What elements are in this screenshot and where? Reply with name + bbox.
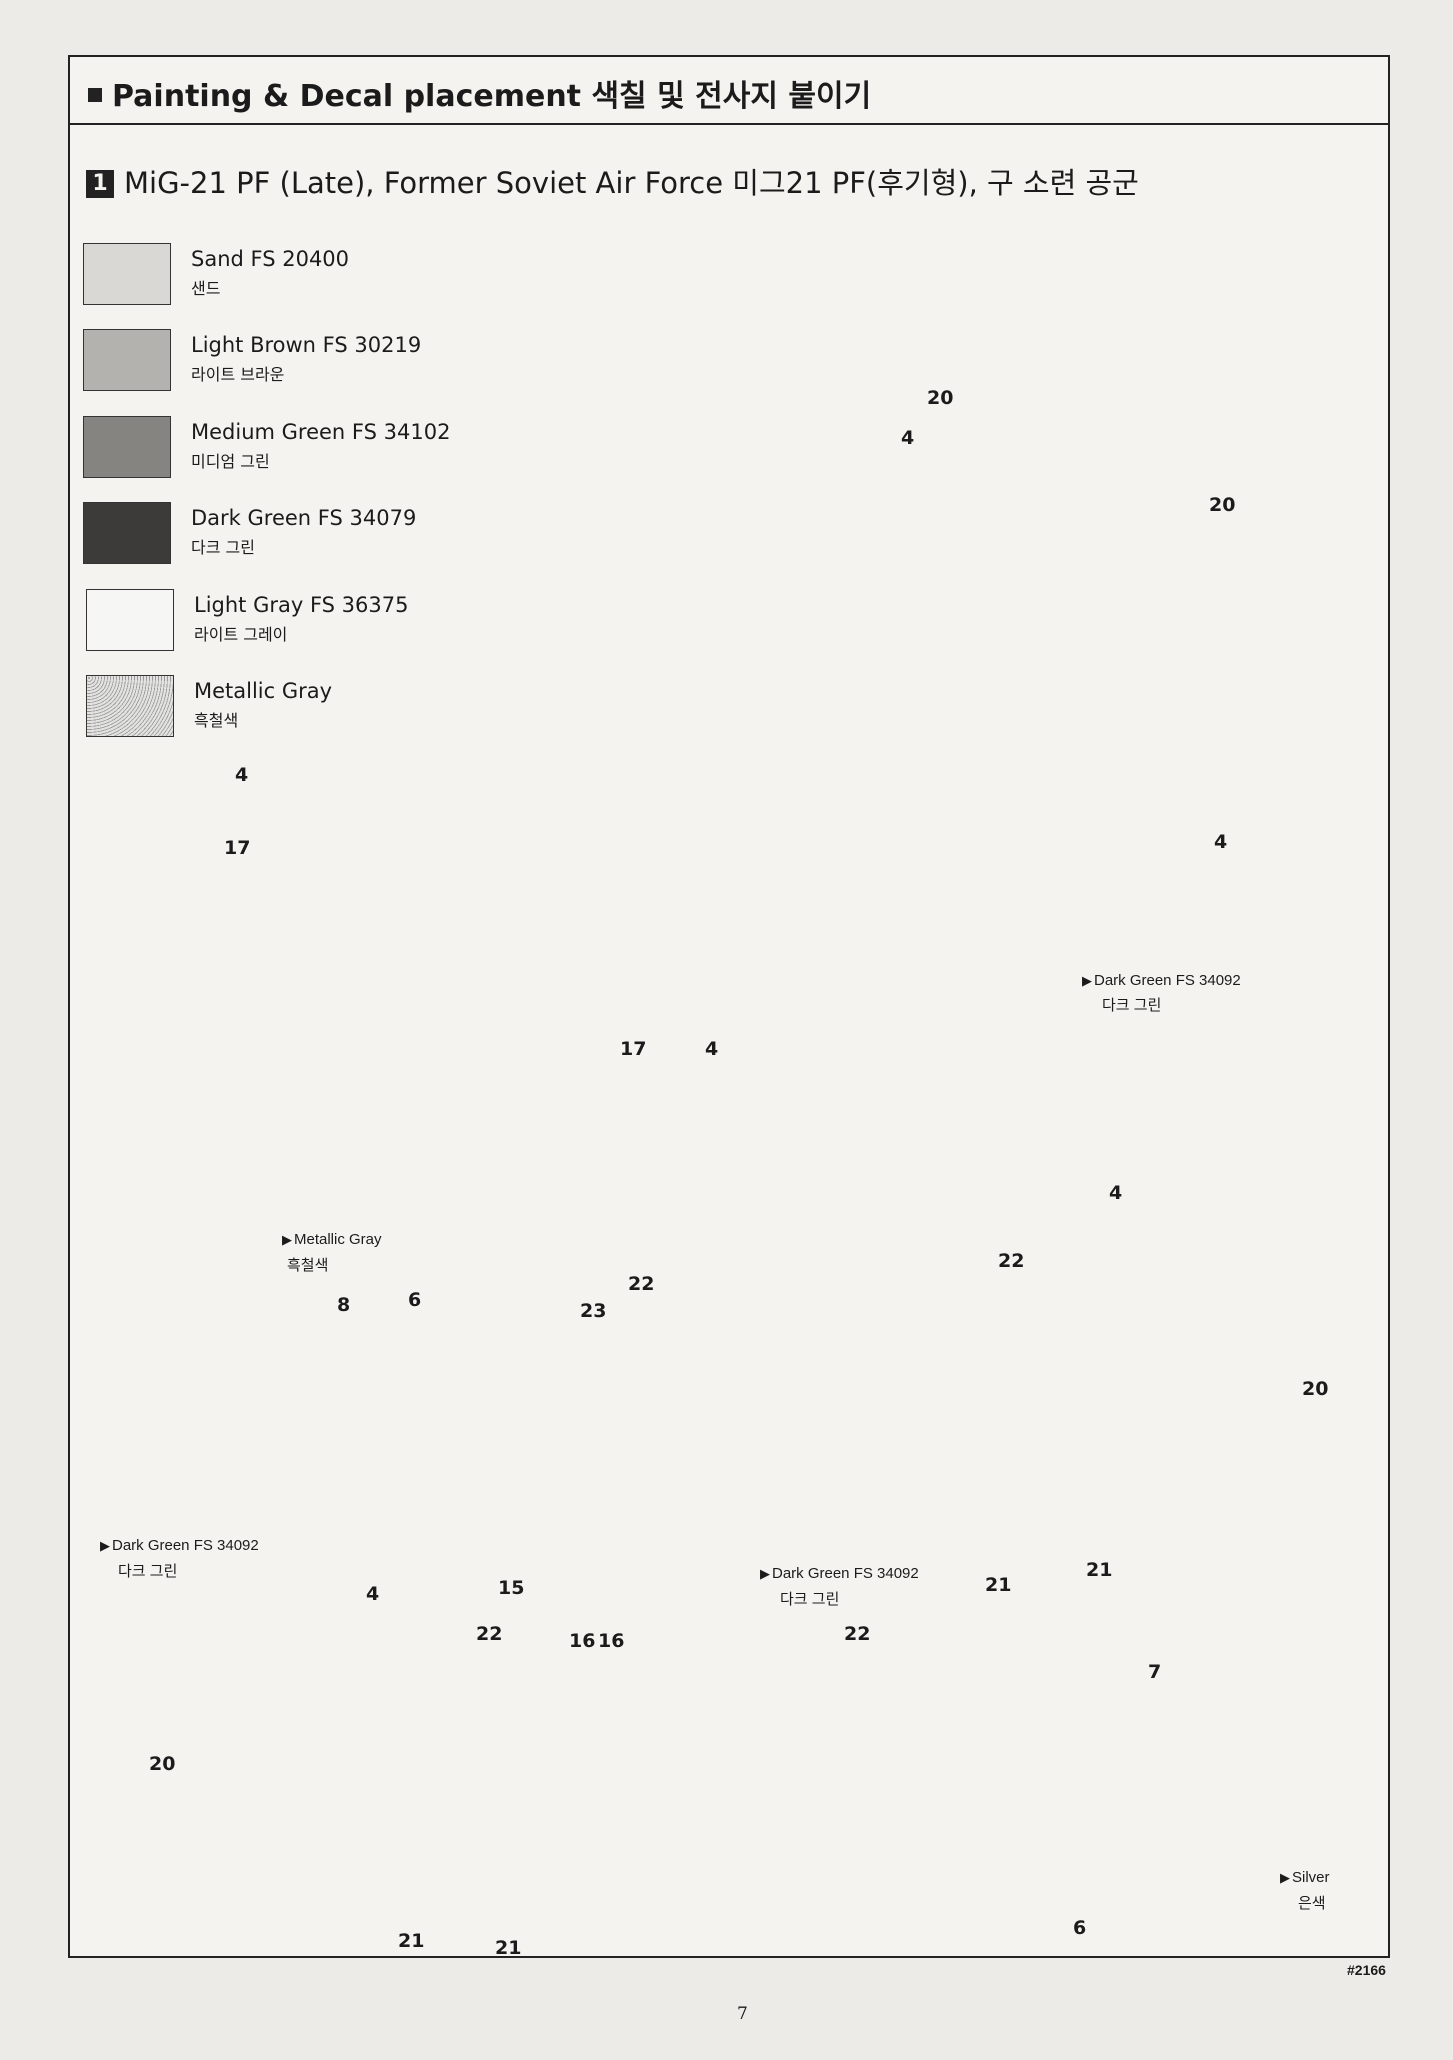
sand-swatch	[83, 243, 171, 305]
callout: 15	[498, 1577, 525, 1599]
header-bar: Painting & Decal placement 색칠 및 전사지 붙이기	[70, 57, 1388, 125]
callout: 7	[1148, 1661, 1162, 1683]
callout: 22	[844, 1623, 871, 1645]
legend-item-dark-green: Dark Green FS 34079 다크 그린	[83, 502, 503, 566]
callout: 21	[398, 1930, 425, 1952]
legend-label: Metallic Gray	[194, 679, 333, 703]
legend-item-medium-green: Medium Green FS 34102 미디엄 그린	[83, 416, 503, 480]
callout: 4	[366, 1583, 380, 1605]
legend-korean: 라이트 브라운	[191, 365, 285, 384]
pointer-triangle-icon: ▶	[1280, 1870, 1290, 1885]
callout: 6	[408, 1289, 422, 1311]
callout: 4	[1109, 1182, 1123, 1204]
legend-label: Sand FS 20400	[191, 247, 350, 271]
callout: 20	[149, 1753, 176, 1775]
page-title-text: Painting & Decal placement 색칠 및 전사지 붙이기	[112, 79, 872, 114]
variant-title-text: MiG-21 PF (Late), Former Soviet Air Forc…	[124, 166, 1139, 200]
callout: 22	[476, 1623, 503, 1645]
belly-dark-green-note-kr: 다크 그린	[780, 1591, 840, 1608]
legend-label: Dark Green FS 34079	[191, 506, 417, 530]
light-gray-swatch	[86, 589, 174, 651]
medium-green-swatch	[83, 416, 171, 478]
callout: 20	[1209, 494, 1236, 516]
legend-item-metallic-gray: Metallic Gray 흑철색	[86, 675, 506, 739]
light-brown-swatch	[83, 329, 171, 391]
nose-dark-green-note: ▶Dark Green FS 34092	[100, 1536, 259, 1556]
callout: 16	[569, 1630, 596, 1652]
metallic-gray-note-kr: 흑철색	[287, 1257, 329, 1274]
callout: 4	[901, 427, 915, 449]
callout: 20	[927, 387, 954, 409]
pointer-triangle-icon: ▶	[282, 1232, 292, 1247]
callout: 17	[620, 1038, 647, 1060]
callout: 20	[1302, 1378, 1329, 1400]
callout: 22	[628, 1273, 655, 1295]
callout: 17	[224, 837, 251, 859]
callout: 4	[235, 764, 249, 786]
note-label: Dark Green FS 34092	[112, 1537, 259, 1554]
pointer-triangle-icon: ▶	[1082, 973, 1092, 988]
nose-dark-green-note-kr: 다크 그린	[118, 1563, 178, 1580]
callout: 21	[495, 1937, 522, 1959]
legend-korean: 흑철색	[194, 711, 239, 730]
bottom-dark-green-note: ▶Dark Green FS 34092	[1082, 971, 1241, 991]
callout: 16	[598, 1630, 625, 1652]
legend-korean: 다크 그린	[191, 538, 255, 557]
page-title: Painting & Decal placement 색칠 및 전사지 붙이기	[88, 71, 871, 115]
variant-title: 1 MiG-21 PF (Late), Former Soviet Air For…	[86, 160, 1139, 202]
bullet-square-icon	[88, 88, 102, 102]
instruction-frame: Painting & Decal placement 색칠 및 전사지 붙이기	[68, 55, 1390, 1958]
kit-number: #2166	[1347, 1962, 1386, 1978]
metallic-gray-note: ▶Metallic Gray	[282, 1230, 382, 1250]
callout: 21	[985, 1574, 1012, 1596]
legend-korean: 라이트 그레이	[194, 625, 288, 644]
legend-label: Light Brown FS 30219	[191, 333, 422, 357]
legend-label: Light Gray FS 36375	[194, 593, 409, 617]
pointer-triangle-icon: ▶	[100, 1538, 110, 1553]
note-label: Silver	[1292, 1869, 1330, 1886]
metallic-gray-swatch	[86, 675, 174, 737]
legend-item-light-brown: Light Brown FS 30219 라이트 브라운	[83, 329, 503, 393]
callout: 6	[1073, 1917, 1087, 1939]
legend-item-light-gray: Light Gray FS 36375 라이트 그레이	[86, 589, 506, 653]
legend-korean: 샌드	[191, 279, 221, 298]
callout: 23	[580, 1300, 607, 1322]
callout: 4	[1214, 831, 1228, 853]
note-label: Metallic Gray	[294, 1231, 382, 1248]
pointer-triangle-icon: ▶	[760, 1566, 770, 1581]
callout: 8	[337, 1294, 351, 1316]
variant-number: 1	[86, 170, 114, 198]
callout: 22	[998, 1250, 1025, 1272]
note-label: Dark Green FS 34092	[772, 1565, 919, 1582]
legend-label: Medium Green FS 34102	[191, 420, 451, 444]
bottom-dark-green-note-kr: 다크 그린	[1102, 997, 1162, 1014]
legend-item-sand: Sand FS 20400 샌드	[83, 243, 503, 307]
dark-green-swatch	[83, 502, 171, 564]
legend-korean: 미디엄 그린	[191, 452, 270, 471]
silver-note: ▶Silver	[1280, 1868, 1330, 1888]
note-label: Dark Green FS 34092	[1094, 972, 1241, 989]
silver-note-kr: 은색	[1298, 1895, 1326, 1912]
page-number: 7	[737, 2004, 748, 2024]
callout: 21	[1086, 1559, 1113, 1581]
belly-dark-green-note: ▶Dark Green FS 34092	[760, 1564, 919, 1584]
callout: 4	[705, 1038, 719, 1060]
